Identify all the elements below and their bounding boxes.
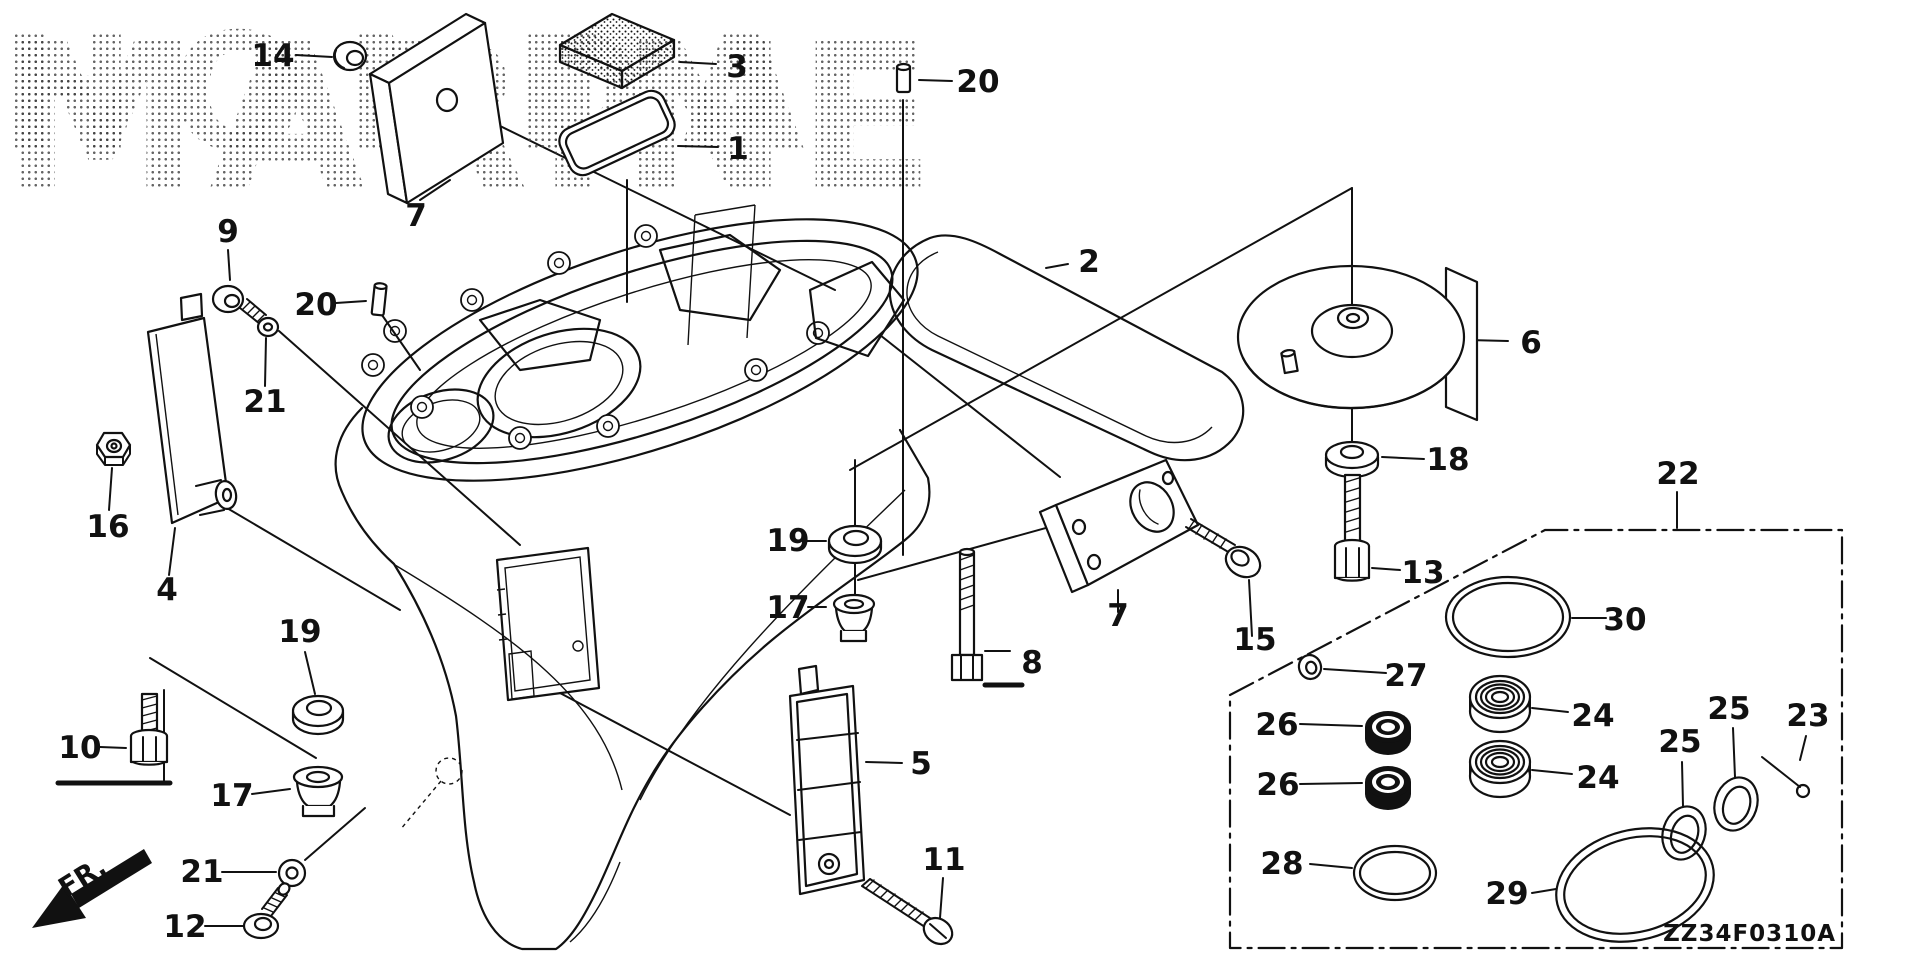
- part-3-sponge: [558, 12, 676, 90]
- callout-25a: 25: [1658, 724, 1701, 760]
- callout-18: 18: [1426, 442, 1469, 478]
- part-17-grommet-left: [292, 765, 344, 818]
- callout-22: 22: [1656, 456, 1699, 492]
- callout-12: 12: [163, 909, 206, 945]
- part-26-bearing-upper: [1365, 711, 1411, 755]
- part-23-cotter-pin: [1761, 756, 1811, 799]
- part-16-nut: [95, 431, 132, 466]
- part-28-oring: [1352, 844, 1438, 902]
- callout-7b: 7: [1107, 598, 1129, 634]
- part-21-washer-upper: [256, 316, 280, 338]
- callout-16: 16: [86, 509, 129, 545]
- part-7-mount-rubber-upper: [368, 12, 505, 205]
- part-11-screw: [861, 878, 954, 946]
- part-29-oring: [1555, 827, 1715, 943]
- part-5-screen-grille: [788, 664, 866, 896]
- callout-26a: 26: [1255, 707, 1298, 743]
- part-30-oring: [1444, 575, 1572, 659]
- callout-26b: 26: [1256, 767, 1299, 803]
- gear-case-housing: [334, 204, 931, 951]
- callout-15: 15: [1233, 622, 1276, 658]
- part-4-water-screen: [146, 292, 238, 525]
- kit-box-22: [1228, 528, 1844, 950]
- part-27-seal: [1297, 653, 1323, 681]
- part-18-washer: [1324, 440, 1380, 479]
- callout-leaders: [55, 54, 1807, 927]
- part-15-flange-bolt: [1185, 518, 1262, 579]
- callout-20a: 20: [956, 64, 999, 100]
- part-9-screw: [211, 284, 267, 325]
- callout-labels: 14 7 3 1 20 2 9 20 21 16 4 19 17 10 21 1…: [58, 38, 1829, 945]
- part-8-bolt: [950, 547, 984, 682]
- part-21-washer-lower: [277, 858, 307, 888]
- part-14-grommet: [332, 40, 368, 72]
- fr-direction-arrow: FR.: [32, 849, 152, 928]
- part-20-pin-left: [370, 282, 388, 317]
- part-26-bearing-lower: [1365, 766, 1411, 810]
- callout-7a: 7: [405, 198, 427, 234]
- callout-13: 13: [1401, 555, 1444, 591]
- callout-28: 28: [1260, 846, 1303, 882]
- callout-27: 27: [1384, 658, 1427, 694]
- part-19-washer-mid: [827, 524, 883, 565]
- callout-19a: 19: [278, 614, 321, 650]
- callout-21a: 21: [243, 384, 286, 420]
- part-24-bearing-lower: [1468, 739, 1532, 799]
- callout-1: 1: [727, 131, 749, 167]
- callout-29: 29: [1485, 876, 1528, 912]
- part-19-washer-left: [291, 694, 345, 736]
- flange-bolt-holes: [361, 224, 830, 450]
- callout-4: 4: [156, 572, 178, 608]
- part-12-screw: [242, 882, 291, 940]
- callout-6: 6: [1520, 325, 1542, 361]
- callout-2: 2: [1078, 244, 1100, 280]
- part-6-water-plate: [1236, 187, 1479, 422]
- part-24-bearing-upper: [1468, 674, 1532, 734]
- callout-20b: 20: [294, 287, 337, 323]
- part-20-pin-upper: [895, 62, 912, 94]
- part-1-rubber-seal: [558, 89, 676, 177]
- callout-25b: 25: [1707, 691, 1750, 727]
- callout-9: 9: [217, 214, 239, 250]
- part-17-grommet-mid: [832, 593, 876, 643]
- callout-5: 5: [910, 746, 932, 782]
- part-2-gasket: [888, 234, 1245, 462]
- part-25-seal-left: [1661, 805, 1707, 861]
- callout-24a: 24: [1571, 698, 1614, 734]
- diagram-code: ZZ34F0310A: [1663, 921, 1836, 947]
- callout-24b: 24: [1576, 760, 1619, 796]
- callout-21b: 21: [180, 854, 223, 890]
- part-10-bolt: [129, 692, 169, 766]
- callout-30: 30: [1603, 602, 1646, 638]
- part-7-mount-rubber-right: [1038, 458, 1200, 594]
- callout-19b: 19: [766, 523, 809, 559]
- callout-17a: 17: [210, 778, 253, 814]
- side-vent-opening: [495, 546, 601, 702]
- leader-lines: [149, 99, 1353, 861]
- callout-8: 8: [1021, 645, 1043, 681]
- callout-3: 3: [726, 49, 748, 85]
- callout-14: 14: [251, 38, 294, 74]
- callout-11: 11: [922, 842, 965, 878]
- callout-23: 23: [1786, 698, 1829, 734]
- part-13-bolt: [1333, 473, 1371, 582]
- part-25-seal-right: [1713, 776, 1759, 832]
- callout-10: 10: [58, 730, 101, 766]
- callout-17b: 17: [766, 590, 809, 626]
